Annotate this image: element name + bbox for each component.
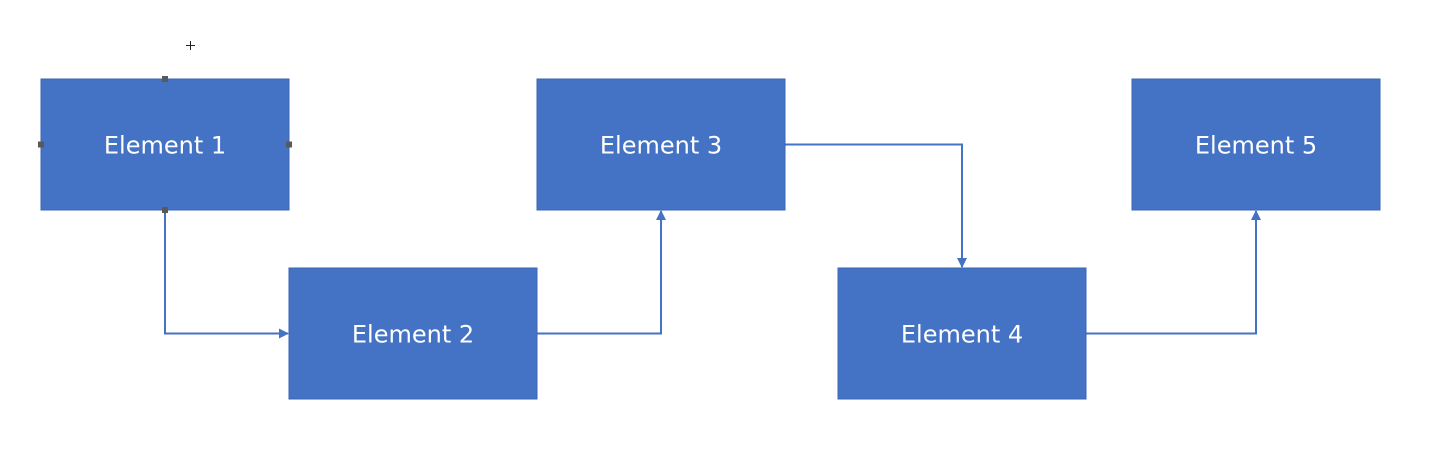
node-element-5[interactable]: Element 5 [1131, 78, 1381, 211]
node-element-3-label: Element 3 [600, 132, 722, 160]
node-element-3[interactable]: Element 3 [536, 78, 786, 211]
node-element-4-box[interactable] [837, 267, 1087, 400]
connector-element-2-to-element-3[interactable] [537, 210, 666, 335]
connector-element-4-to-element-5[interactable] [1086, 210, 1261, 335]
connectors [164, 143, 1261, 339]
resize-handle-bottom[interactable] [162, 207, 168, 213]
node-element-2-label: Element 2 [352, 321, 474, 349]
node-element-3-box[interactable] [536, 78, 786, 211]
node-element-4-label: Element 4 [901, 321, 1023, 349]
node-element-5-label: Element 5 [1195, 132, 1317, 160]
selection-handles [38, 76, 292, 213]
resize-handle-left[interactable] [38, 141, 44, 148]
node-element-5-box[interactable] [1131, 78, 1381, 211]
node-element-1-box[interactable] [40, 78, 290, 211]
node-element-1[interactable]: Element 1 [40, 78, 290, 211]
connector-element-3-to-element-4[interactable] [785, 143, 967, 268]
node-element-2-box[interactable] [288, 267, 538, 400]
connector-element-1-to-element-2[interactable] [164, 210, 289, 339]
resize-handle-top[interactable] [162, 76, 168, 82]
resize-handle-right[interactable] [286, 141, 292, 148]
node-element-4[interactable]: Element 4 [837, 267, 1087, 400]
node-element-2[interactable]: Element 2 [288, 267, 538, 400]
node-element-1-label: Element 1 [104, 132, 226, 160]
crosshair-cursor-icon [186, 41, 195, 50]
